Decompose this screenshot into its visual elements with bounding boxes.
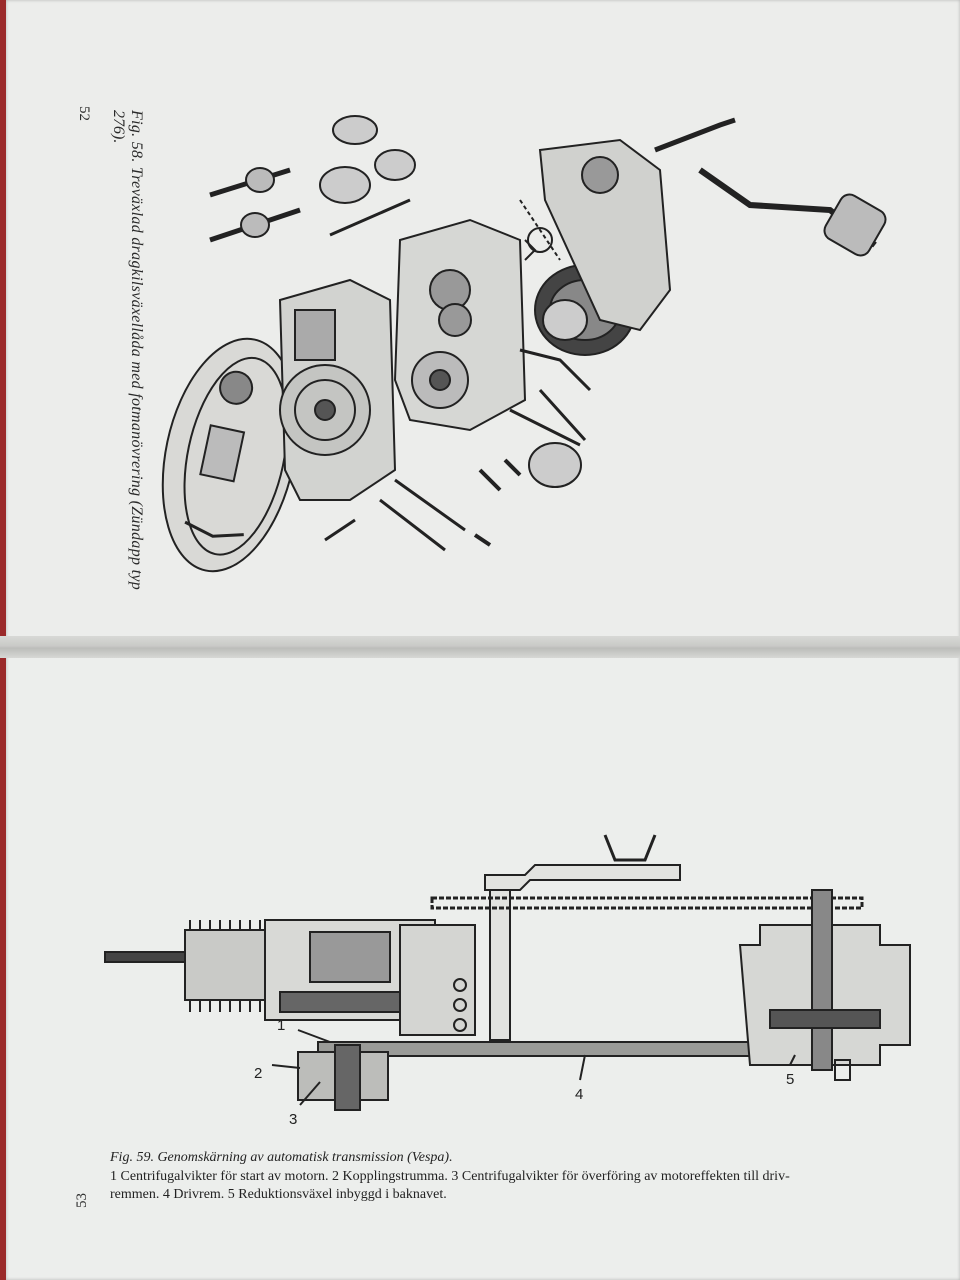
small-parts	[209, 115, 592, 552]
engine-cylinder	[104, 919, 441, 1021]
callout-5: 5	[786, 1071, 794, 1088]
gearbox-cover	[161, 337, 299, 573]
frame-bracket	[484, 864, 681, 891]
fig59-legend-line1: 1 Centrifugalvikter för start av motorn.…	[110, 1169, 790, 1184]
fig59-legend-line2: remmen. 4 Drivrem. 5 Reduktionsväxel inb…	[110, 1187, 447, 1202]
book-gutter	[0, 636, 960, 658]
gearbox-housing	[278, 278, 397, 501]
callout-4: 4	[575, 1086, 583, 1103]
rear-hub	[738, 889, 911, 1081]
callout-3: 3	[289, 1111, 297, 1128]
fig59-legend: 1 Centrifugalvikter för start av motorn.…	[110, 1168, 920, 1204]
fig59-caption: Fig. 59. Genomskärning av automatisk tra…	[110, 1150, 453, 1165]
kickstart-cover	[538, 117, 887, 332]
fig59-callout-labels: 1 2 3 4 5	[254, 1017, 794, 1128]
crankcase	[393, 218, 527, 432]
callout-2: 2	[254, 1065, 262, 1082]
drive-belt	[317, 1041, 809, 1057]
drive-chain	[430, 896, 864, 910]
fig58-exploded-gearbox-illustration	[161, 115, 887, 573]
callout-1: 1	[277, 1017, 285, 1034]
fig59-transmission-cross-section: 1 2 3 4 5	[104, 834, 911, 1128]
page-number-53: 53	[74, 1193, 90, 1208]
